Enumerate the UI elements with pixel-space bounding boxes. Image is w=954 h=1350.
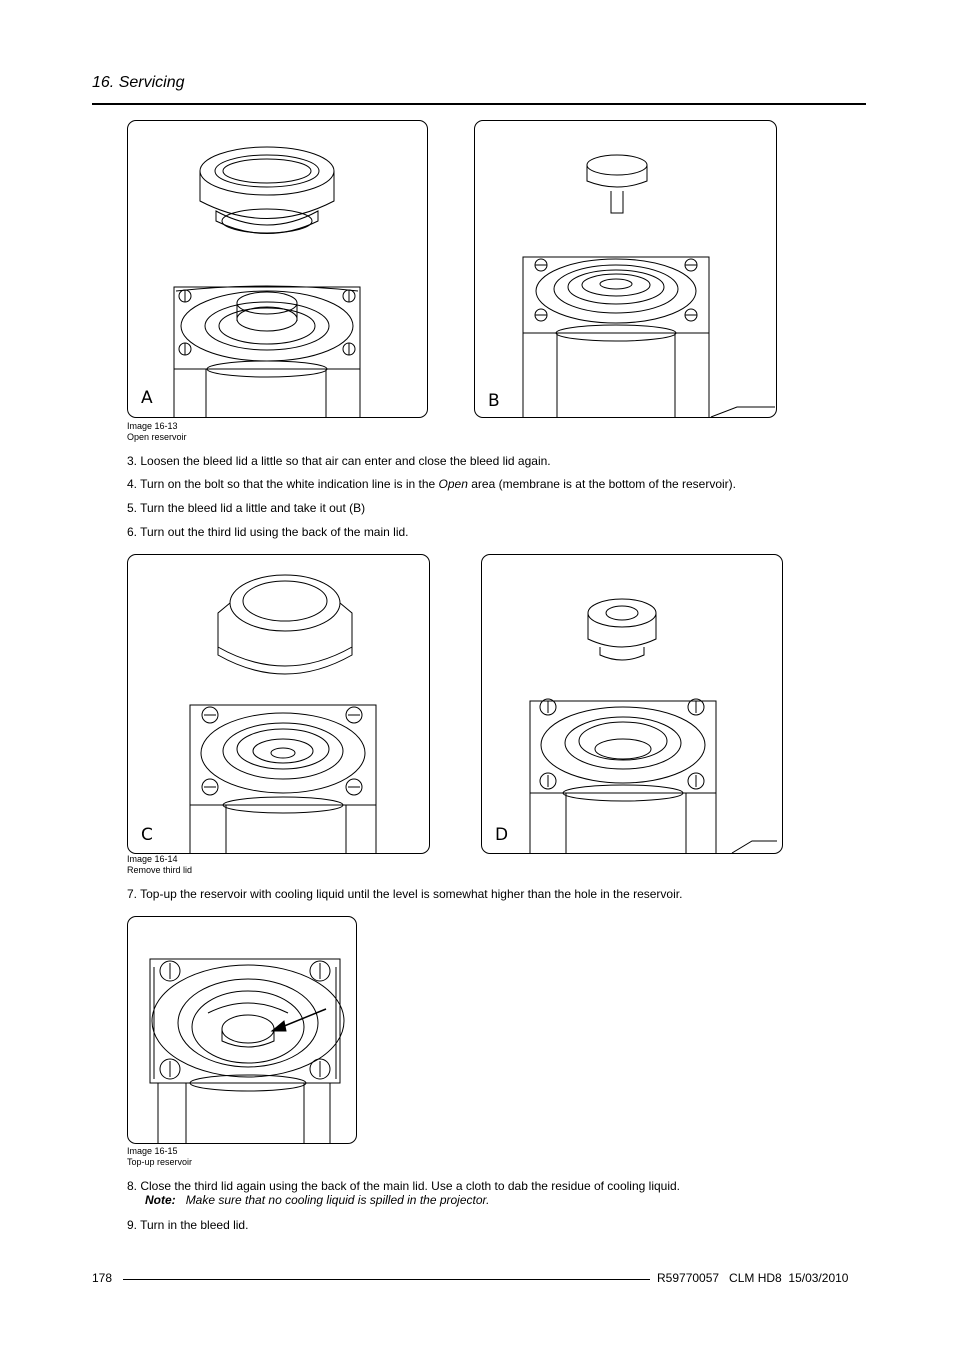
document-reference: R59770057 CLM HD8 15/03/2010 [657,1271,849,1285]
caption-image-16-13: Image 16-13 Open reservoir [127,421,187,443]
step-4-open-emphasis: Open [438,477,468,491]
figure-letter-a: A [141,388,153,408]
note-label: Note: [145,1193,176,1207]
footer-rule [123,1279,650,1280]
step-8: 8. Close the third lid again using the b… [127,1179,681,1193]
caption-image-16-15: Image 16-15 Top-up reservoir [127,1146,192,1168]
figure-letter-d: D [495,825,509,845]
caption-title: Top-up reservoir [127,1157,193,1167]
page-number: 178 [92,1271,113,1285]
figure-c-third-lid: C [127,554,430,854]
caption-id: Image 16-13 [127,421,178,431]
step-4-text-end: area (membrane is at the bottom of the r… [467,477,737,491]
caption-title: Open reservoir [127,432,187,442]
step-4-text-start: 4. Turn on the bolt so that the white in… [127,477,439,491]
step-9: 9. Turn in the bleed lid. [127,1218,249,1232]
caption-id: Image 16-14 [127,854,178,864]
reservoir-drawing-b [522,154,775,417]
step-3: 3. Loosen the bleed lid a little so that… [127,454,551,468]
note: Note: Make sure that no cooling liquid i… [145,1193,489,1207]
reservoir-drawing-a [173,146,361,417]
figure-letter-b: B [488,391,500,411]
figure-d-third-lid-removed: D [481,554,783,854]
figure-top-up-reservoir [127,916,357,1144]
note-text: Make sure that no cooling liquid is spil… [185,1193,490,1207]
figure-a-open-reservoir: A [127,120,428,418]
caption-image-16-14: Image 16-14 Remove third lid [127,854,192,876]
step-6: 6. Turn out the third lid using the back… [127,525,409,539]
header-rule [92,103,866,105]
caption-title: Remove third lid [127,865,193,875]
section-title: 16. Servicing [92,74,185,91]
reservoir-drawing-top-up [149,958,345,1143]
reservoir-drawing-c [189,574,377,853]
reservoir-drawing-d [529,598,777,853]
step-7: 7. Top-up the reservoir with cooling liq… [127,887,683,901]
step-5: 5. Turn the bleed lid a little and take … [127,501,366,515]
step-4: 4. Turn on the bolt so that the white in… [127,477,736,491]
figure-b-bleed-lid-removed: B [474,120,777,418]
figure-letter-c: C [141,825,153,845]
caption-id: Image 16-15 [127,1146,178,1156]
